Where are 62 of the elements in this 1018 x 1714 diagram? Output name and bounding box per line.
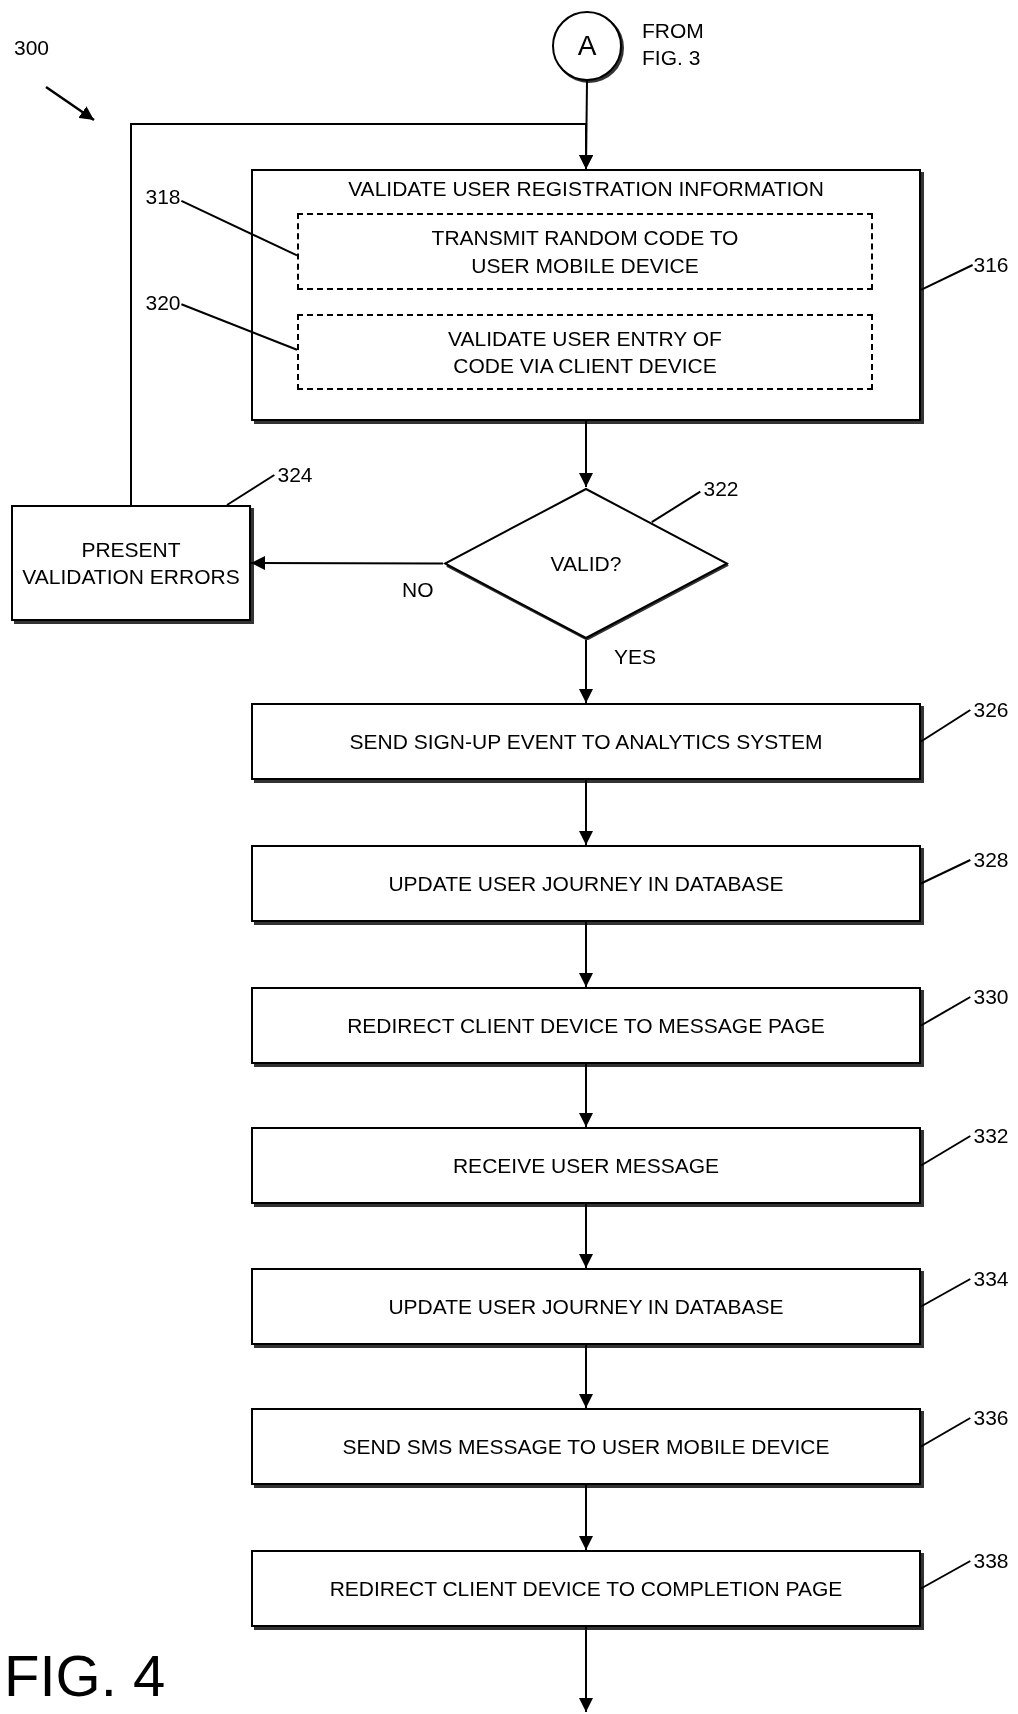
leader-line: [920, 264, 974, 291]
leader-line: [180, 303, 298, 351]
arrow: [579, 921, 593, 988]
leader-line: [920, 1560, 972, 1590]
callout-number-text: 338: [973, 1548, 1009, 1575]
sub-step-box: [297, 213, 873, 290]
step-text: VALID?: [550, 550, 622, 577]
leader-line: [180, 199, 298, 257]
arrow: [579, 1063, 593, 1128]
callout-number-text: 324: [277, 462, 313, 489]
process-box: [251, 1550, 921, 1627]
leader-line: [920, 709, 972, 743]
step-text: TRANSMIT RANDOM CODE TO USER MOBILE DEVICE: [430, 225, 740, 279]
callout-number-text: 334: [973, 1266, 1009, 1293]
leader-line: [920, 1417, 972, 1448]
callout-number-text: 320: [145, 290, 181, 317]
callout-number-text: 316: [973, 252, 1009, 279]
step-text: VALIDATE USER REGISTRATION INFORMATION: [347, 176, 825, 202]
arrow: [579, 1484, 593, 1551]
leader-line: [920, 1135, 972, 1167]
process-box: [11, 505, 251, 621]
arrow: [579, 639, 593, 704]
process-box: [251, 1127, 921, 1204]
leader-line: [650, 490, 702, 524]
leader-line: [920, 1278, 972, 1308]
process-box: [251, 169, 921, 421]
connector-note: FROM FIG. 3: [642, 18, 705, 72]
arrow: [579, 1203, 593, 1269]
process-box: [251, 1408, 921, 1485]
callout-number-text: 322: [703, 476, 739, 503]
step-text: RECEIVE USER MESSAGE: [452, 1152, 720, 1179]
step-text: SEND SIGN-UP EVENT TO ANALYTICS SYSTEM: [349, 728, 823, 755]
process-box: [251, 845, 921, 922]
step-text: UPDATE USER JOURNEY IN DATABASE: [388, 870, 784, 897]
step-text: REDIRECT CLIENT DEVICE TO MESSAGE PAGE: [347, 1012, 825, 1039]
process-box: [251, 1268, 921, 1345]
arrow: [579, 1344, 593, 1409]
callout-number-text: 326: [973, 697, 1009, 724]
callout-number-text: 336: [973, 1405, 1009, 1432]
figure-reference-number: 300: [14, 36, 50, 60]
callout-number-text: 332: [973, 1123, 1009, 1150]
figure-label: FIG. 4: [4, 1644, 166, 1708]
process-box: [251, 703, 921, 780]
callout-number-text: 328: [973, 847, 1009, 874]
step-text: VALIDATE USER ENTRY OF CODE VIA CLIENT DEVICE: [447, 325, 723, 379]
callout-number-text: 318: [145, 184, 181, 211]
leader-line: [226, 474, 276, 506]
arrow: [579, 1626, 593, 1713]
leader-line: [920, 859, 972, 885]
step-text: SEND SMS MESSAGE TO USER MOBILE DEVICE: [342, 1433, 830, 1460]
arrow: [130, 123, 593, 506]
callout-number-text: 330: [973, 984, 1009, 1011]
step-text: PRESENT VALIDATION ERRORS: [21, 536, 241, 590]
leader-line: [920, 996, 972, 1027]
arrow: [250, 556, 444, 571]
arrow: [579, 779, 593, 846]
process-box: [251, 987, 921, 1064]
step-text: REDIRECT CLIENT DEVICE TO COMPLETION PAGE: [329, 1575, 843, 1602]
connector-letter: A: [577, 28, 597, 63]
arrow: [579, 420, 593, 488]
step-text: UPDATE USER JOURNEY IN DATABASE: [388, 1293, 784, 1320]
sub-step-box: [297, 314, 873, 390]
